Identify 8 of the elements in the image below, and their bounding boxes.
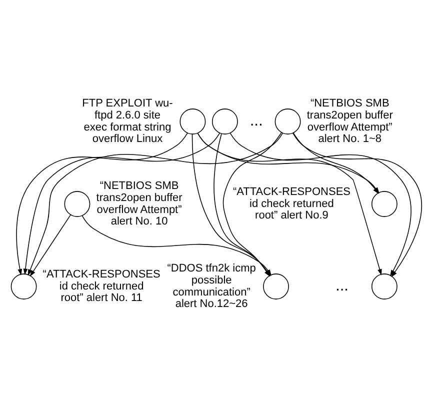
label: ... xyxy=(335,277,349,294)
node-label: “DDOS tfn2k icmp possible communication” alert No.12~26 xyxy=(167,262,256,310)
node-label: “ATTACK-RESPONSES id check returned root” alert No.9 xyxy=(232,186,350,222)
node-label: “NETBIOS SMB trans2open buffer overflow Attempt” alert No. 10 xyxy=(96,180,182,228)
label: ... xyxy=(250,112,263,130)
node-label: FTP EXPLOIT wu-ftpd 2.6.0 site exec format string overflow Linux xyxy=(82,98,173,146)
node-label: “NETBIOS SMB trans2open buffer overflow Attempt” alert No. 1~8 xyxy=(306,98,393,146)
node-label: “ATTACK-RESPONSES id check returned root” alert No. 11 xyxy=(42,268,160,304)
